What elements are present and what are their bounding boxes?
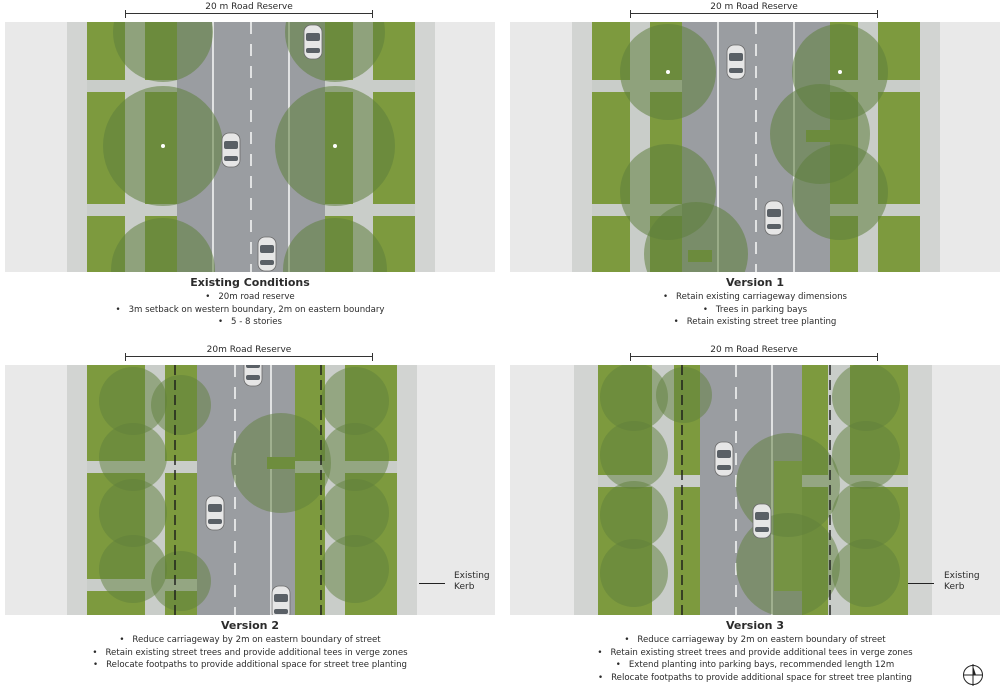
plan-version-3 — [510, 365, 1000, 615]
panel-title: Version 1 — [726, 276, 784, 289]
panel-existing-conditions: 20 m Road Reserve Existing Conditio — [5, 0, 495, 330]
bullet: Retain existing carriageway dimensions — [510, 291, 1000, 304]
reserve-dimension-line — [125, 353, 373, 361]
panel-title: Version 2 — [221, 619, 279, 632]
bullet: 3m setback on western boundary, 2m on ea… — [5, 304, 495, 317]
kerb-label-line-1: Existing — [944, 571, 980, 581]
panel-version-3: 20 m Road Reserve — [510, 343, 1000, 683]
panel-version-1: 20 m Road Reserve Version 1 — [510, 0, 1000, 330]
bullet: Relocate footpaths to provide additional… — [510, 672, 1000, 685]
bullet: Reduce carriageway by 2m on eastern boun… — [510, 634, 1000, 647]
plan-version-1 — [510, 22, 1000, 272]
bullet: 20m road reserve — [5, 291, 495, 304]
reserve-label: 20 m Road Reserve — [654, 2, 854, 12]
plan-version-2 — [5, 365, 495, 615]
kerb-label-line-2: Kerb — [944, 582, 965, 592]
caption-version-3: Version 3 Reduce carriageway by 2m on ea… — [510, 619, 1000, 684]
reserve-dimension-line — [125, 10, 373, 18]
reserve-label: 20 m Road Reserve — [654, 345, 854, 355]
bullet: Trees in parking bays — [510, 304, 1000, 317]
panel-version-2: 20m Road Reserve — [5, 343, 495, 673]
kerb-label-line-1: Existing — [454, 571, 490, 581]
existing-kerb-leader — [419, 583, 445, 584]
panel-title: Existing Conditions — [190, 276, 310, 289]
bullet: Relocate footpaths to provide additional… — [5, 659, 495, 672]
reserve-label: 20m Road Reserve — [149, 345, 349, 355]
caption-version-1: Version 1 Retain existing carriageway di… — [510, 276, 1000, 329]
bullet: Retain existing street tree planting — [510, 316, 1000, 329]
existing-kerb-leader — [908, 583, 934, 584]
caption-version-2: Version 2 Reduce carriageway by 2m on ea… — [5, 619, 495, 672]
existing-kerb-label: Existing Kerb — [454, 571, 490, 593]
bullet: Reduce carriageway by 2m on eastern boun… — [5, 634, 495, 647]
reserve-dimension-line — [630, 10, 878, 18]
existing-kerb-label: Existing Kerb — [944, 571, 980, 593]
bullet: 5 - 8 stories — [5, 316, 495, 329]
caption-existing-conditions: Existing Conditions 20m road reserve 3m … — [5, 276, 495, 329]
kerb-label-line-2: Kerb — [454, 582, 475, 592]
bullet: Extend planting into parking bays, recom… — [510, 659, 1000, 672]
plan-existing-conditions — [5, 22, 495, 272]
bullet: Retain existing street trees and provide… — [510, 647, 1000, 660]
north-arrow-icon — [963, 664, 983, 686]
reserve-dimension-line — [630, 353, 878, 361]
panel-title: Version 3 — [726, 619, 784, 632]
bullet: Retain existing street trees and provide… — [5, 647, 495, 660]
reserve-label: 20 m Road Reserve — [149, 2, 349, 12]
